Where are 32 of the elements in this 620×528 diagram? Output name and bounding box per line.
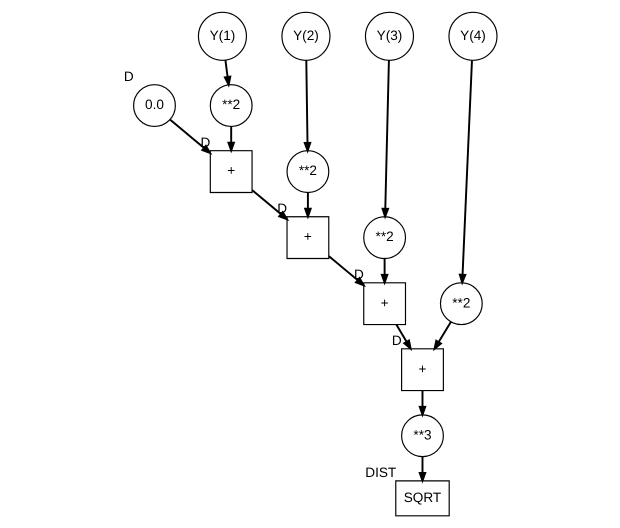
node-label: D <box>123 69 134 84</box>
arrow <box>380 258 388 286</box>
node-circle: **3 <box>400 414 444 458</box>
node-label: DIST <box>364 465 396 480</box>
node-circle: Y(1) <box>197 12 247 61</box>
arrow <box>458 60 472 286</box>
arrow <box>418 390 426 418</box>
node-circle: **2 <box>209 84 252 128</box>
arrow <box>395 324 412 352</box>
node-label: D <box>391 333 402 348</box>
arrow <box>380 60 390 220</box>
node-box: + <box>362 282 406 326</box>
arrow <box>226 126 235 154</box>
node-box: + <box>286 216 329 260</box>
arrow <box>251 189 289 222</box>
node-circle: **2 <box>362 216 406 260</box>
arrow <box>328 255 366 288</box>
node-box: + <box>209 150 252 194</box>
arrow <box>169 119 212 155</box>
arrow <box>302 60 312 154</box>
node-circle: 0.0 <box>132 84 176 128</box>
node-circle: Y(4) <box>448 12 498 61</box>
node-circle: Y(2) <box>280 12 330 61</box>
arrow <box>432 321 452 352</box>
node-box: + <box>400 348 444 392</box>
arrow <box>418 456 426 484</box>
node-circle: **2 <box>286 150 329 194</box>
node-circle: **2 <box>439 282 482 326</box>
node-circle: Y(3) <box>364 12 414 61</box>
node-box: SQRT <box>394 480 450 516</box>
arrow <box>303 192 312 220</box>
arrow <box>222 60 232 88</box>
